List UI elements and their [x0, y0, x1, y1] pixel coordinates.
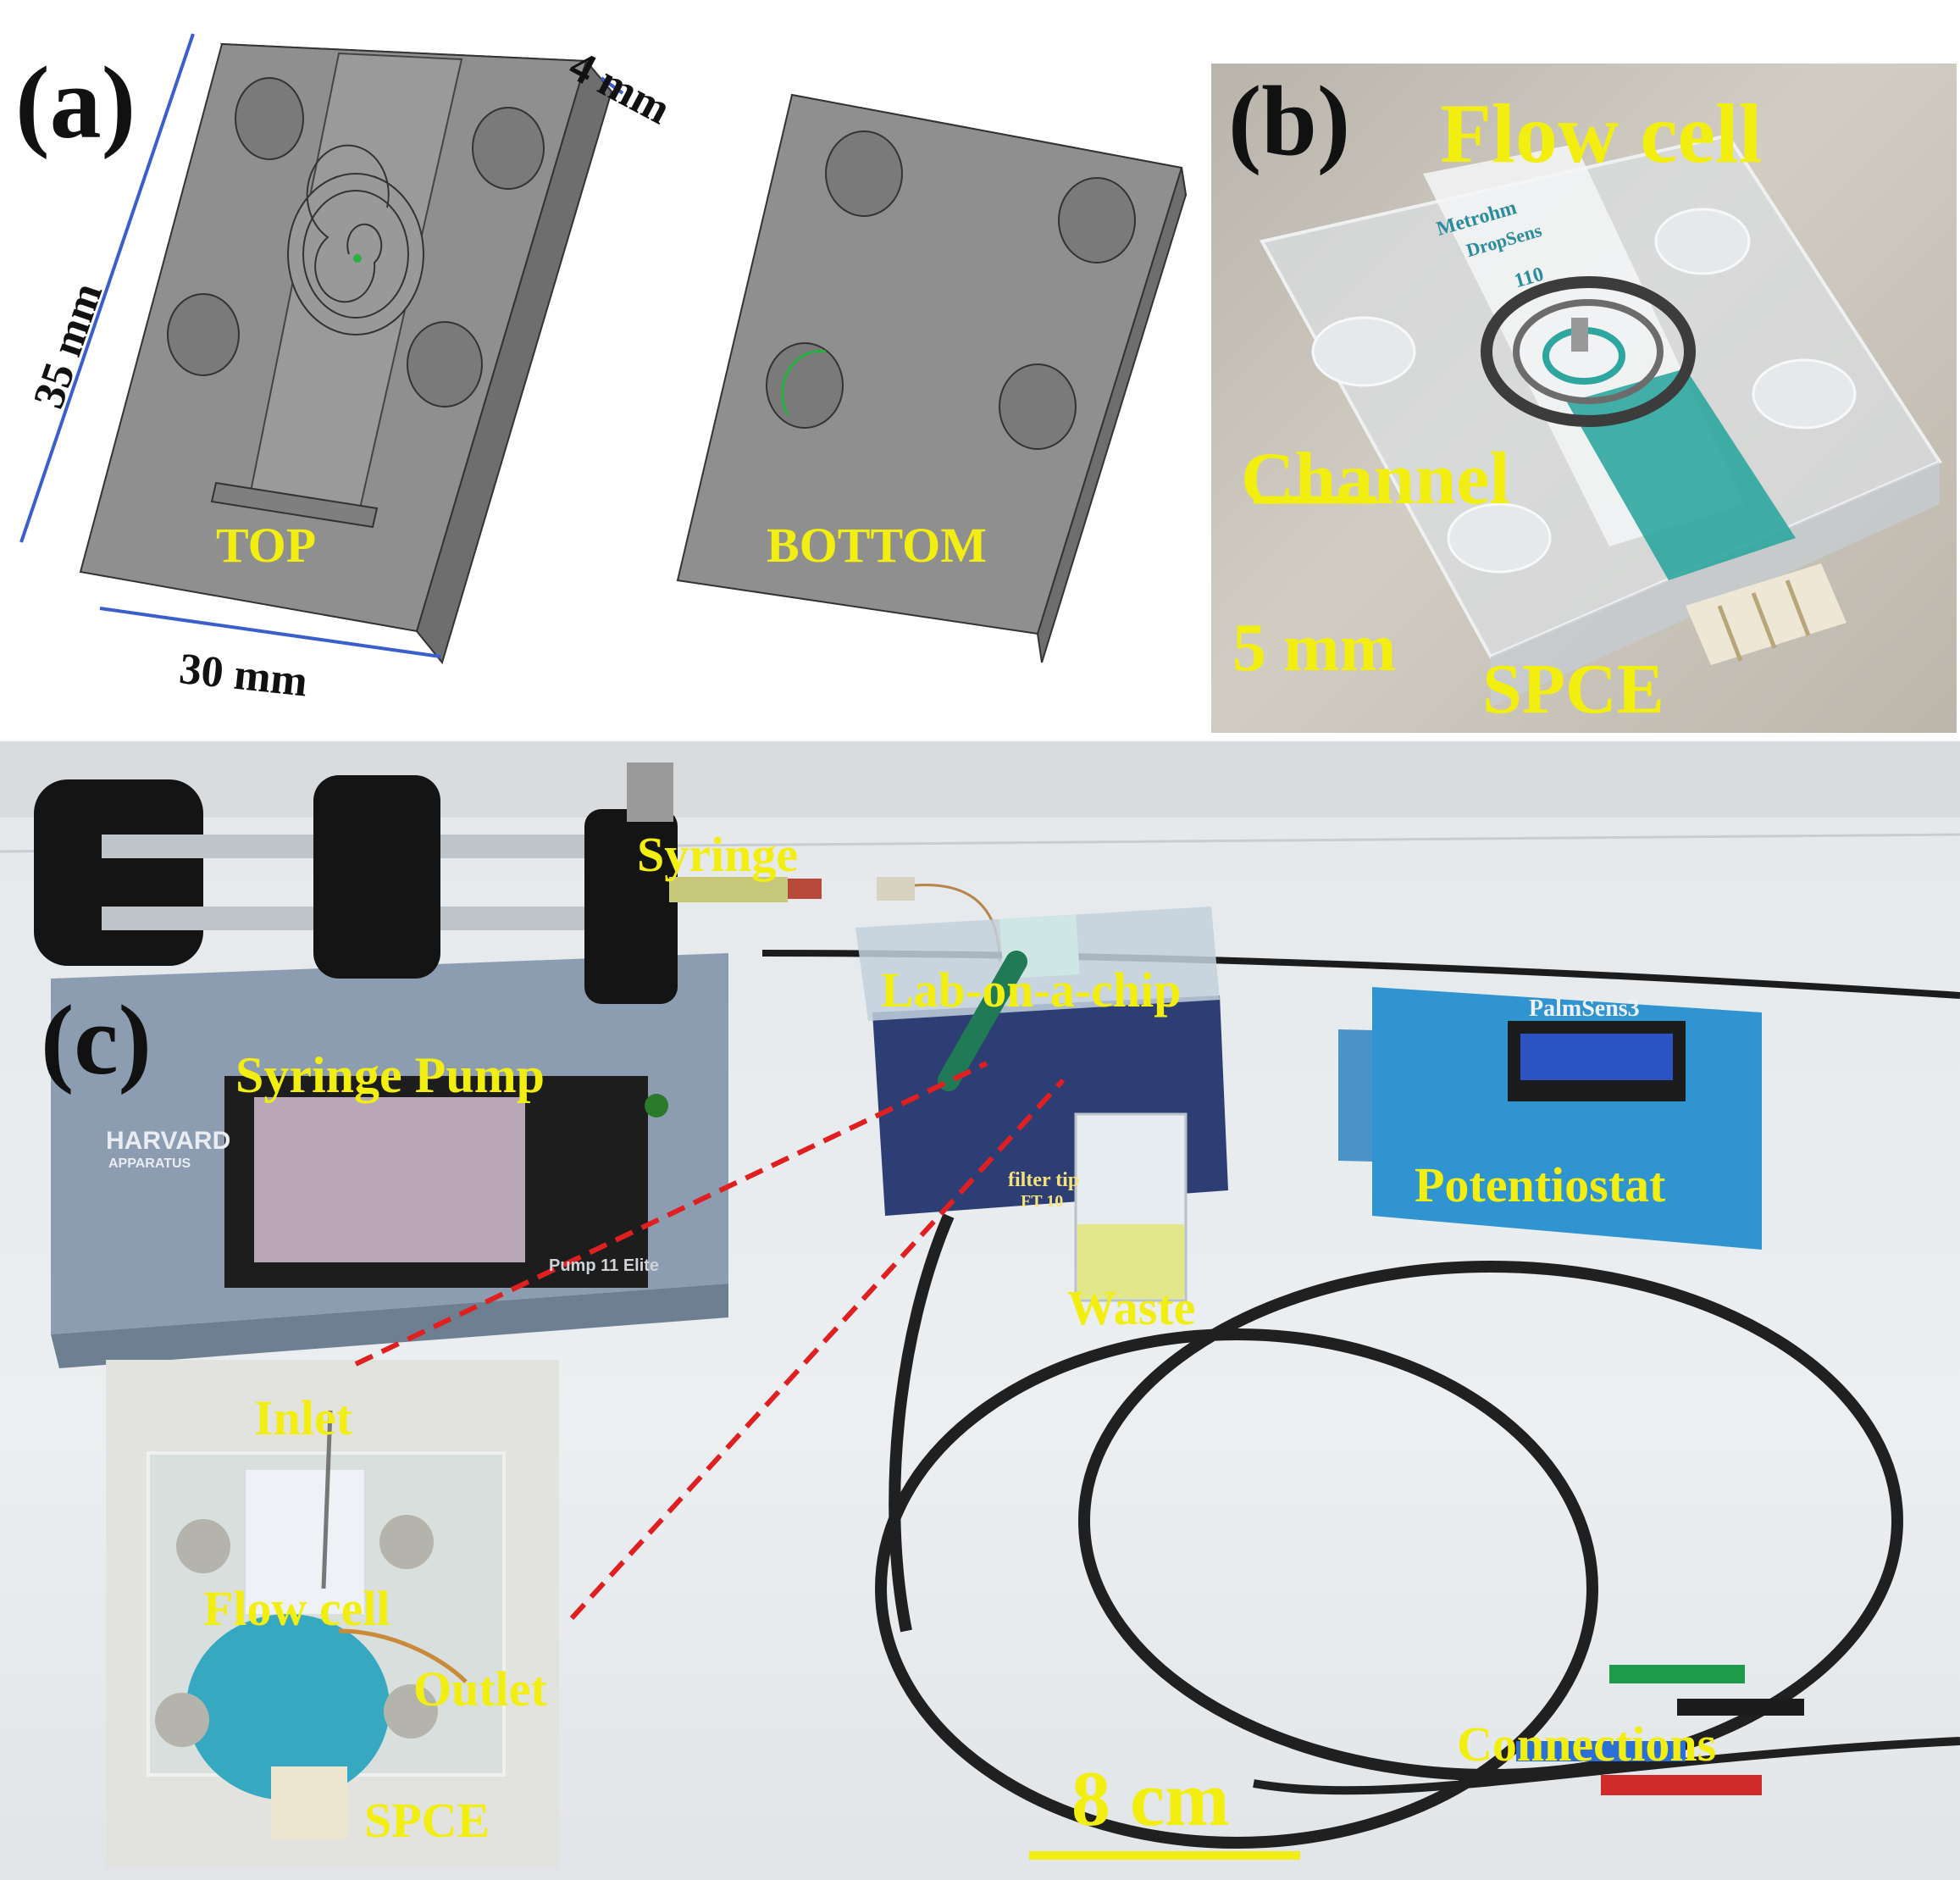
panel-c-tag: (c)	[41, 984, 152, 1095]
cad-drawing	[19, 33, 1188, 665]
inset-spce-label: SPCE	[364, 1793, 490, 1848]
box-text-line1: filter tip	[1008, 1169, 1080, 1191]
outlet-label: Outlet	[413, 1661, 547, 1716]
box-text-line2: FT 10	[1021, 1192, 1064, 1211]
panel-b: Metrohm DropSens 110 (b) Flow cell Chann…	[1211, 64, 1957, 733]
waste-label: Waste	[1067, 1280, 1196, 1335]
panel-b-scale-label: 5 mm	[1232, 611, 1397, 685]
potentiostat-brand: PalmSens3	[1529, 995, 1640, 1022]
panel-c: HARVARD APPARATUS Pump 11 Elite filter t…	[0, 741, 1960, 1880]
syringe-barrel	[669, 877, 788, 902]
channel-label: Channel	[1241, 438, 1510, 520]
connections-label: Connections	[1457, 1716, 1717, 1772]
callout-line-upper	[354, 1061, 988, 1367]
syringe-pump-label: Syringe Pump	[235, 1047, 545, 1103]
height-dimension-line	[19, 33, 195, 543]
inset-flow-cell-label: Flow cell	[203, 1581, 390, 1636]
pump-model: Pump 11 Elite	[549, 1256, 660, 1275]
panel-c-scale-label: 8 cm	[1071, 1755, 1230, 1842]
panel-b-tag: (b)	[1228, 65, 1351, 176]
bottom-view-label: BOTTOM	[767, 518, 987, 573]
inlet-label: Inlet	[254, 1390, 352, 1445]
panel-a-tag: (a)	[15, 46, 136, 160]
flow-cell-photo	[1254, 133, 1942, 707]
setup-photo	[0, 741, 1960, 1868]
callout-line-lower	[569, 1078, 1066, 1621]
thickness-dimension-line	[600, 76, 624, 95]
top-view-label: TOP	[216, 518, 317, 573]
panel-a: (a) 4 mm 35 mm 30 mm TOP BOTTOM	[0, 0, 1203, 720]
pump-brand-line2: APPARATUS	[108, 1156, 191, 1171]
top-block	[79, 42, 614, 665]
pump-brand-line1: HARVARD	[106, 1127, 231, 1155]
pump-screen	[254, 1097, 525, 1262]
lab-on-a-chip-label: Lab-on-a-chip	[881, 962, 1182, 1018]
flow-cell-title: Flow cell	[1440, 86, 1763, 180]
width-dimension-line	[99, 607, 441, 658]
potentiostat-label: Potentiostat	[1415, 1157, 1666, 1212]
syringe-label: Syringe	[637, 827, 799, 882]
panel-b-spce-label: SPCE	[1482, 650, 1664, 729]
bottom-block	[676, 93, 1188, 663]
